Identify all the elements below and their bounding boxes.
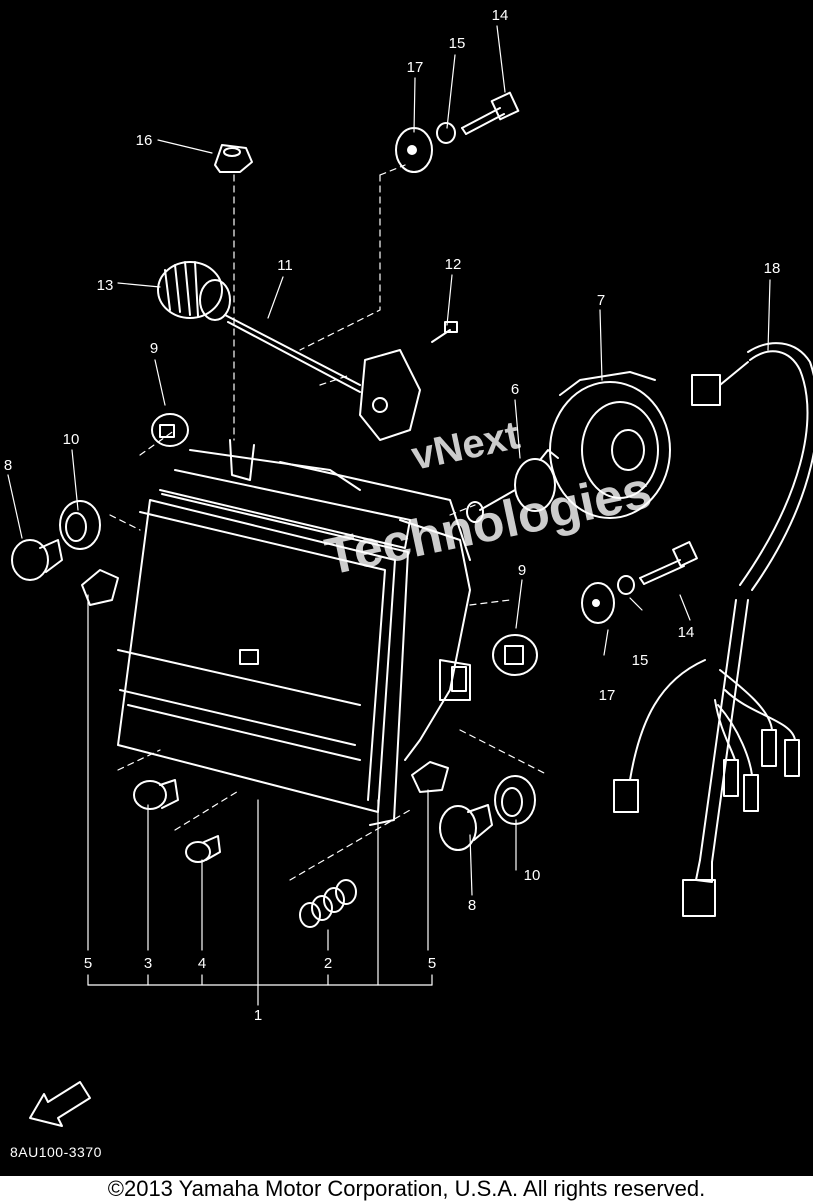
socket-3 bbox=[133, 779, 179, 810]
callout-label: 9 bbox=[518, 562, 526, 579]
callout-label: 3 bbox=[144, 955, 152, 972]
adjuster-knob-13 bbox=[157, 261, 231, 321]
knob-8-right bbox=[439, 804, 493, 851]
callout-label: 5 bbox=[84, 955, 92, 972]
spring-washer-15-top bbox=[436, 122, 456, 144]
bulb-4 bbox=[185, 835, 221, 863]
grommet-9-top bbox=[151, 413, 189, 447]
bolt-14-right bbox=[639, 541, 698, 585]
callout-label: 12 bbox=[445, 256, 462, 273]
bulb-cover-7 bbox=[549, 371, 671, 519]
callout-label: 2 bbox=[324, 955, 332, 972]
callout-label: 8 bbox=[468, 897, 476, 914]
washer-17-top bbox=[395, 127, 433, 173]
callout-label: 7 bbox=[597, 292, 605, 309]
watermark: vNext Technologies bbox=[320, 413, 656, 587]
callout-label: 9 bbox=[150, 340, 158, 357]
fwd-arrow-icon bbox=[29, 1081, 91, 1127]
wiring-harness-18 bbox=[613, 342, 813, 917]
adjusting-rod-11 bbox=[224, 314, 421, 441]
callout-label: 10 bbox=[63, 431, 80, 448]
leader-lines bbox=[7, 25, 771, 1006]
nut-10-left bbox=[59, 500, 101, 550]
spring-washer-15-right bbox=[617, 575, 635, 595]
copyright-notice: ©2013 Yamaha Motor Corporation, U.S.A. A… bbox=[0, 1176, 813, 1202]
callout-label: 11 bbox=[277, 257, 293, 274]
clip-5-right bbox=[411, 761, 449, 793]
callout-labels: 14 15 17 16 12 11 13 18 7 9 6 10 8 9 14 … bbox=[4, 7, 781, 1024]
watermark-line-2: Technologies bbox=[320, 461, 656, 587]
screw-12 bbox=[431, 321, 458, 343]
callout-label: 6 bbox=[511, 381, 519, 398]
callout-label: 17 bbox=[407, 59, 424, 76]
nut-16 bbox=[214, 144, 253, 173]
knob-8-left bbox=[11, 539, 63, 581]
callout-label: 1 bbox=[254, 1007, 262, 1024]
callout-label: 14 bbox=[678, 624, 695, 641]
clip-5-left bbox=[81, 569, 119, 606]
callout-label: 4 bbox=[198, 955, 206, 972]
bolt-14-top bbox=[461, 91, 520, 135]
part-code: 8AU100-3370 bbox=[10, 1144, 102, 1160]
callout-label: 10 bbox=[524, 867, 541, 884]
spring-2 bbox=[299, 879, 357, 928]
grommet-9-right bbox=[492, 634, 538, 676]
callout-label: 15 bbox=[632, 652, 649, 669]
bulb-6 bbox=[466, 449, 559, 523]
callout-label: 14 bbox=[492, 7, 509, 24]
callout-label: 15 bbox=[449, 35, 466, 52]
exploded-parts-diagram: 14 15 17 16 12 11 13 18 7 9 6 10 8 9 14 … bbox=[4, 7, 813, 1127]
headlight-unit-1 bbox=[117, 439, 471, 826]
callout-label: 18 bbox=[764, 260, 781, 277]
nut-10-right bbox=[494, 775, 536, 825]
callout-label: 16 bbox=[136, 132, 153, 149]
watermark-line-1: vNext bbox=[408, 413, 524, 479]
callout-label: 17 bbox=[599, 687, 616, 704]
washer-17-right bbox=[581, 582, 615, 624]
callout-label: 5 bbox=[428, 955, 436, 972]
callout-label: 13 bbox=[97, 277, 114, 294]
callout-label: 8 bbox=[4, 457, 12, 474]
